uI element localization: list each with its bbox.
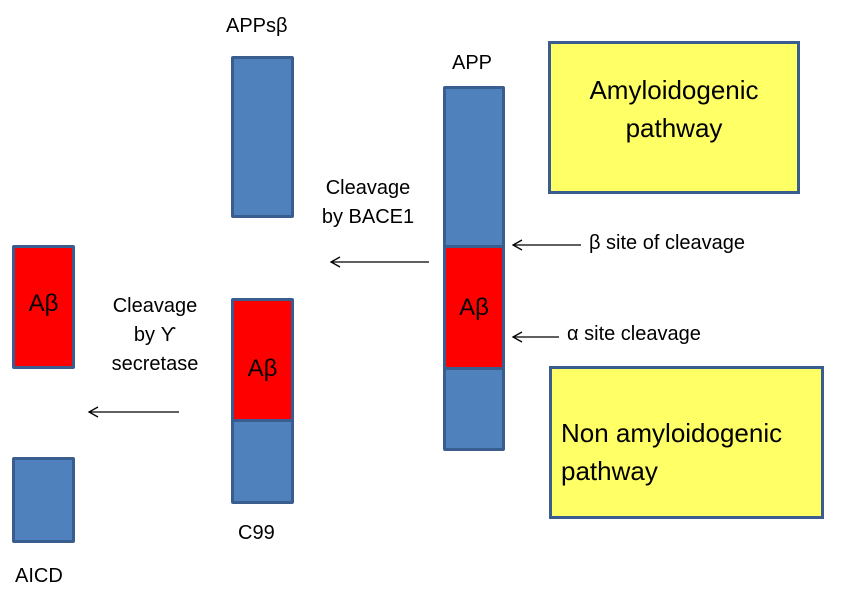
gamma-secretase-arrow-icon: [87, 406, 179, 418]
app-protein: Aβ: [443, 86, 505, 451]
c99-abeta-label: Aβ: [247, 355, 278, 382]
amyloidogenic-line-2: pathway: [625, 113, 723, 143]
abeta-peptide: Aβ: [12, 245, 75, 369]
bace1-annotation: Cleavage by BACE1: [312, 174, 424, 232]
app-abeta-label: Aβ: [459, 294, 489, 321]
bace1-line-1: Cleavage: [325, 177, 411, 199]
amyloidogenic-pathway-label: Amyloidogenic pathway: [551, 71, 797, 147]
abeta-peptide-label: Aβ: [28, 290, 59, 317]
c99-fragment: Aβ: [231, 298, 294, 504]
amyloidogenic-pathway-box: Amyloidogenic pathway: [548, 41, 800, 194]
app-abeta-segment: Aβ: [446, 245, 502, 369]
non-amyloidogenic-pathway-box: Non amyloidogenic pathway: [549, 366, 824, 519]
app-label: APP: [452, 52, 493, 74]
gamma-line-2: by ϒ: [133, 324, 177, 346]
c99-label: C99: [238, 522, 275, 544]
app-n-terminal-segment: [446, 89, 502, 247]
appsb-label: APPsβ: [226, 15, 288, 37]
aicd-label: AICD: [15, 565, 63, 587]
gamma-line-1: Cleavage: [112, 295, 198, 317]
bace1-line-2: by BACE1: [321, 206, 415, 228]
aicd-fragment: [12, 457, 75, 543]
alpha-site-arrow-icon: [511, 331, 559, 343]
gamma-line-3: secretase: [111, 353, 199, 375]
bace1-arrow-icon: [329, 256, 429, 268]
amyloidogenic-line-1: Amyloidogenic: [589, 75, 759, 105]
alpha-site-label: α site cleavage: [567, 323, 701, 345]
app-c-terminal-segment: [446, 367, 502, 448]
non-amyloidogenic-line-2: pathway: [561, 456, 658, 486]
non-amyloidogenic-pathway-label: Non amyloidogenic pathway: [561, 414, 782, 490]
beta-site-arrow-icon: [511, 239, 581, 251]
beta-site-label: β site of cleavage: [589, 232, 746, 254]
non-amyloidogenic-line-1: Non amyloidogenic: [561, 418, 783, 448]
c99-c-terminal-segment: [234, 419, 291, 501]
gamma-secretase-annotation: Cleavage by ϒ secretase: [96, 292, 214, 379]
c99-abeta-segment: Aβ: [234, 301, 291, 421]
appsb-fragment: [231, 56, 294, 218]
